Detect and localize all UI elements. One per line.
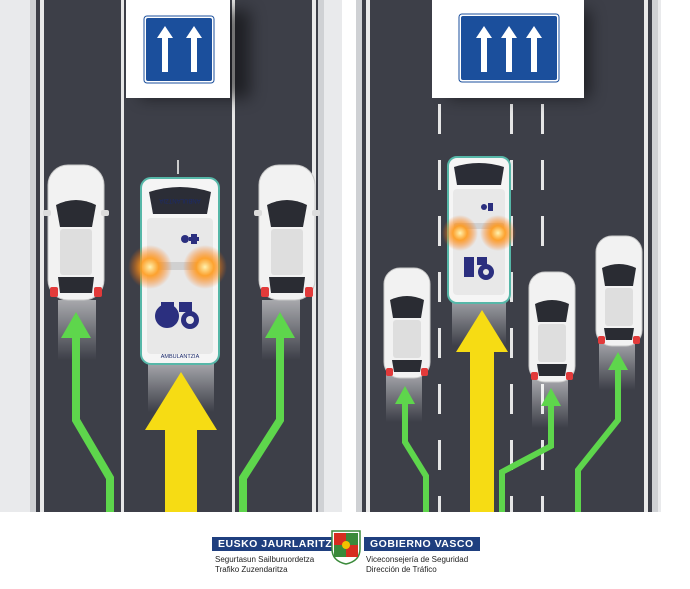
left-subtitle-1: Segurtasun Sailburuordetza <box>215 555 315 564</box>
ambulance-logo-icon <box>155 302 199 329</box>
eusko-jaurlaritza-title: EUSKO JAURLARITZA <box>212 537 340 551</box>
ambulance-roof-text: AMBULANTZIA <box>161 354 200 360</box>
green-arrow-lane4-icon <box>575 366 621 512</box>
coat-of-arms-icon <box>331 530 361 565</box>
car-left <box>43 164 109 301</box>
ambulance-hood-text: ANBULANTZIA <box>159 197 200 203</box>
road-scene-right <box>356 0 658 512</box>
green-arrow-left-icon <box>72 332 114 512</box>
green-arrow-right-icon <box>239 332 284 512</box>
sign-arrow-up-icon <box>157 26 202 72</box>
ambulance-logo-small-icon <box>181 234 199 244</box>
edge-line-left <box>366 0 370 512</box>
ambulance-right <box>447 156 511 304</box>
left-subtitle-2: Trafiko Zuzendaritza <box>215 565 288 574</box>
ambulance-logo-icon <box>464 257 494 280</box>
warning-light-left <box>442 215 478 251</box>
car-lane-1 <box>383 267 431 379</box>
warning-light-right <box>183 245 227 289</box>
warning-light-right <box>480 215 516 251</box>
sign-arrow-up-icon <box>476 26 542 72</box>
lane-line-2 <box>232 0 235 512</box>
yellow-arrow-up-icon <box>145 372 217 512</box>
edge-line-right <box>644 0 648 512</box>
footer-logo: EUSKO JAURLARITZA GOBIERNO VASCO Segurta… <box>0 512 690 589</box>
car-lane-4 <box>595 235 643 347</box>
dashed-lane-lines <box>438 0 544 512</box>
scene-two-lanes: ANBULANTZIA AMBULANTZIA <box>0 0 342 512</box>
edge-line-left <box>40 0 44 512</box>
lane-line-1 <box>121 0 124 512</box>
road-scene-left: ANBULANTZIA AMBULANTZIA <box>30 0 324 512</box>
right-subtitle-2: Dirección de Tráfico <box>366 565 437 574</box>
green-arrow-lane3-icon <box>499 402 554 512</box>
scene-three-lanes <box>356 0 661 512</box>
warning-light-left <box>128 245 172 289</box>
ambulance-logo-small-icon <box>481 203 493 211</box>
car-lane-3 <box>528 271 576 383</box>
green-arrow-lane1-icon <box>402 400 429 512</box>
yellow-arrow-up-icon <box>456 310 508 512</box>
car-right <box>254 164 320 301</box>
gobierno-vasco-title: GOBIERNO VASCO <box>364 537 480 551</box>
lane-sign-blue <box>146 18 212 81</box>
right-subtitle-1: Viceconsejería de Seguridad <box>366 555 469 564</box>
